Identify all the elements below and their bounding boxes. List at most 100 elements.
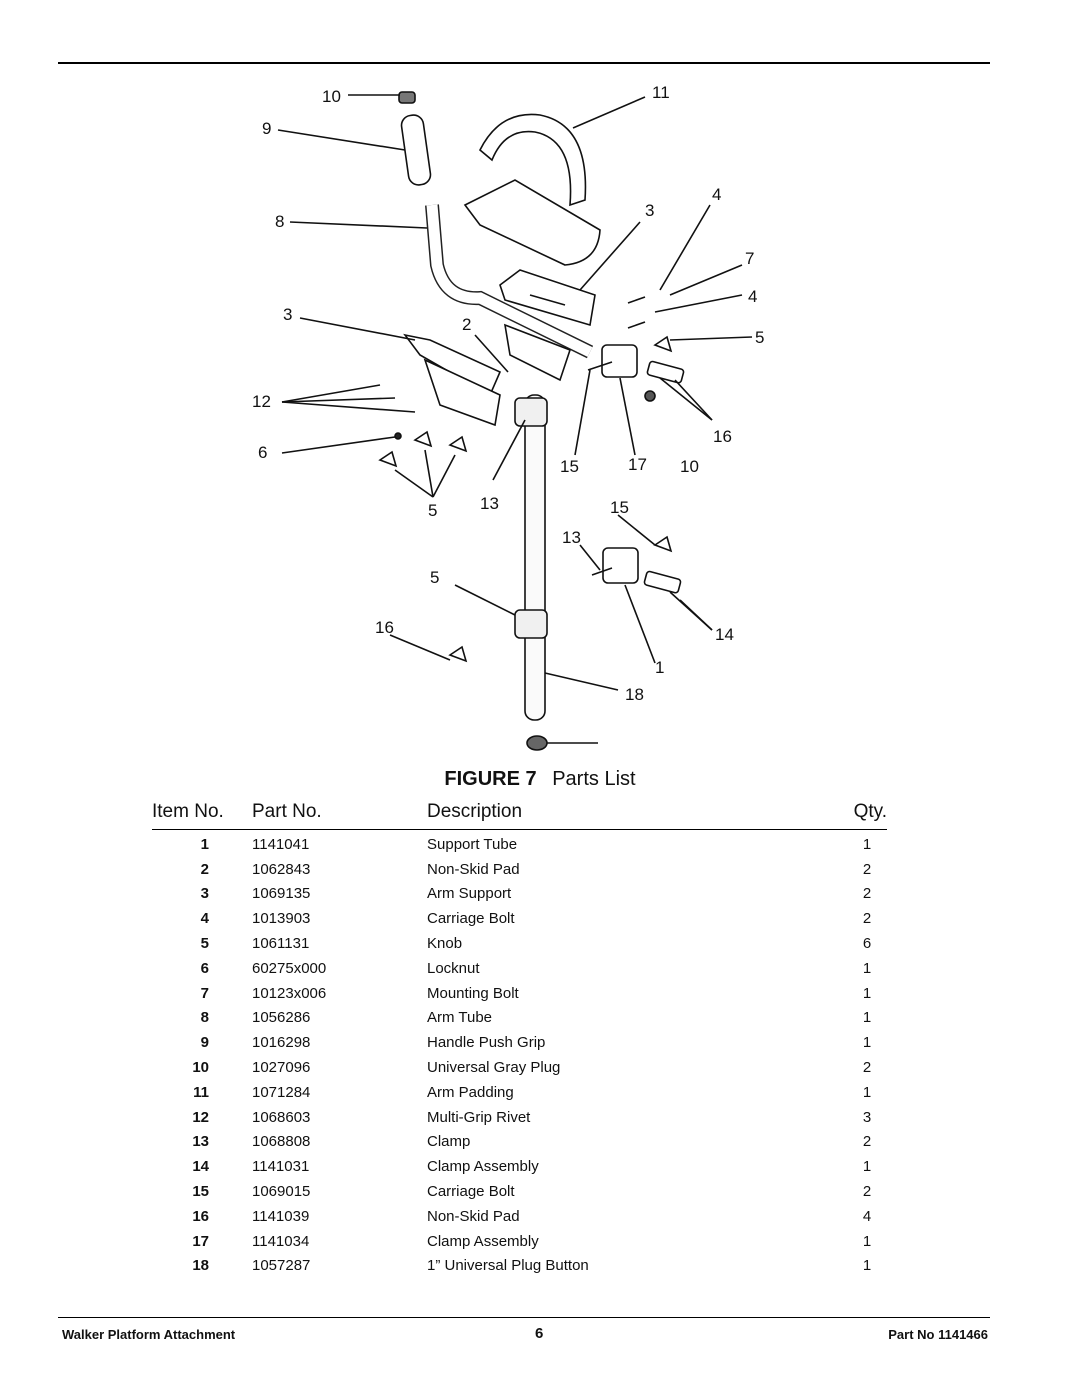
footer-part-number: Part No 1141466 <box>888 1327 988 1342</box>
part-number-cell: 60275x000 <box>252 959 327 977</box>
part-number-cell: 1141034 <box>252 1232 310 1250</box>
callout-label: 5 <box>428 501 437 520</box>
description-cell: Clamp Assembly <box>427 1158 539 1176</box>
description-cell: Clamp <box>427 1133 471 1151</box>
item-number-cell: 12 <box>192 1108 209 1126</box>
description-cell: Mounting Bolt <box>427 984 519 1002</box>
quantity-cell: 1 <box>862 1009 872 1027</box>
callout-labels: 10 11 9 4 3 8 7 4 3 2 5 12 16 6 15 17 10… <box>252 83 764 704</box>
description-cell: Locknut <box>427 959 480 977</box>
quantity-cell: 1 <box>862 984 872 1002</box>
header-item-no: Item No. <box>152 800 252 830</box>
description-cell: Clamp Assembly <box>427 1232 539 1250</box>
figure-title: Parts List <box>552 768 636 790</box>
item-number-cell: 6 <box>200 959 209 977</box>
part-number-cell: 1056286 <box>252 1009 311 1027</box>
part-number-cell: 1068808 <box>252 1133 311 1151</box>
header-qty: Qty. <box>847 800 887 830</box>
part-number-cell: 1071284 <box>252 1083 311 1101</box>
item-number-cell: 10 <box>192 1059 209 1077</box>
item-number-cell: 9 <box>200 1034 209 1052</box>
item-number-cell: 2 <box>200 860 209 878</box>
callout-label: 15 <box>560 457 579 476</box>
figure-caption: FIGURE 7 Parts List <box>0 768 1080 791</box>
description-cell: Handle Push Grip <box>427 1034 546 1052</box>
quantity-cell: 1 <box>862 1083 872 1101</box>
quantity-cell: 1 <box>862 1232 872 1250</box>
quantity-cell: 2 <box>862 885 872 903</box>
description-cell: Arm Support <box>427 885 512 903</box>
quantity-cell: 3 <box>862 1108 872 1126</box>
item-number-cell: 13 <box>192 1133 209 1151</box>
table-header-row: Item No. Part No. Description Qty. <box>152 800 887 830</box>
callout-label: 5 <box>430 568 439 587</box>
part-number-cell: 1027096 <box>252 1059 311 1077</box>
callout-label: 1 <box>655 658 664 677</box>
item-number-cell: 18 <box>192 1257 209 1275</box>
top-rule <box>58 62 990 64</box>
item-number-cell: 3 <box>200 885 209 903</box>
item-number-cell: 8 <box>200 1009 209 1027</box>
part-number-cell: 1057287 <box>252 1257 311 1275</box>
callout-label: 8 <box>275 212 284 231</box>
part-number-cell: 1069015 <box>252 1183 311 1201</box>
figure-number: FIGURE 7 <box>444 768 537 790</box>
callout-label: 9 <box>262 119 271 138</box>
part-number-cell: 1141039 <box>252 1207 310 1225</box>
callout-label: 11 <box>652 83 670 102</box>
callout-label: 13 <box>562 528 581 547</box>
callout-label: 4 <box>748 287 757 306</box>
footer-rule <box>58 1317 990 1318</box>
item-number-cell: 1 <box>200 835 209 853</box>
quantity-cell: 4 <box>862 1207 872 1225</box>
callout-label: 7 <box>745 249 754 268</box>
callout-label: 6 <box>258 443 267 462</box>
item-number-cell: 15 <box>192 1183 209 1201</box>
table-row: 11 1071284 Arm Padding 1 <box>152 1080 887 1105</box>
part-number-cell: 1016298 <box>252 1034 311 1052</box>
header-part-no: Part No. <box>252 800 427 830</box>
table-row: 13 1068808 Clamp 2 <box>152 1130 887 1155</box>
callout-label: 15 <box>610 498 629 517</box>
quantity-cell: 2 <box>862 910 872 928</box>
callout-label: 5 <box>755 328 764 347</box>
footer-document-title: Walker Platform Attachment <box>62 1327 236 1342</box>
callout-label: 2 <box>462 315 471 334</box>
table-row: 3 1069135 Arm Support 2 <box>152 882 887 907</box>
part-number-cell: 10123x006 <box>252 984 327 1002</box>
callout-label: 10 <box>680 457 699 476</box>
callout-label: 16 <box>375 618 394 637</box>
description-cell: Support Tube <box>427 835 518 853</box>
callout-label: 4 <box>712 185 721 204</box>
part-number-cell: 1068603 <box>252 1108 311 1126</box>
quantity-cell: 2 <box>862 1133 872 1151</box>
part-number-cell: 1069135 <box>252 885 311 903</box>
part-number-cell: 1013903 <box>252 910 311 928</box>
callout-label: 10 <box>322 87 341 106</box>
header-description: Description <box>427 800 847 830</box>
description-cell: Universal Gray Plug <box>427 1059 561 1077</box>
callout-label: 17 <box>628 455 647 474</box>
callout-label: 12 <box>252 392 271 411</box>
item-number-cell: 11 <box>193 1083 209 1101</box>
description-cell: Non-Skid Pad <box>427 860 520 878</box>
quantity-cell: 1 <box>862 1034 872 1052</box>
item-number-cell: 14 <box>192 1158 209 1176</box>
description-cell: Non-Skid Pad <box>427 1207 520 1225</box>
description-cell: Arm Padding <box>427 1083 514 1101</box>
quantity-cell: 1 <box>862 835 872 853</box>
quantity-cell: 6 <box>862 935 872 953</box>
